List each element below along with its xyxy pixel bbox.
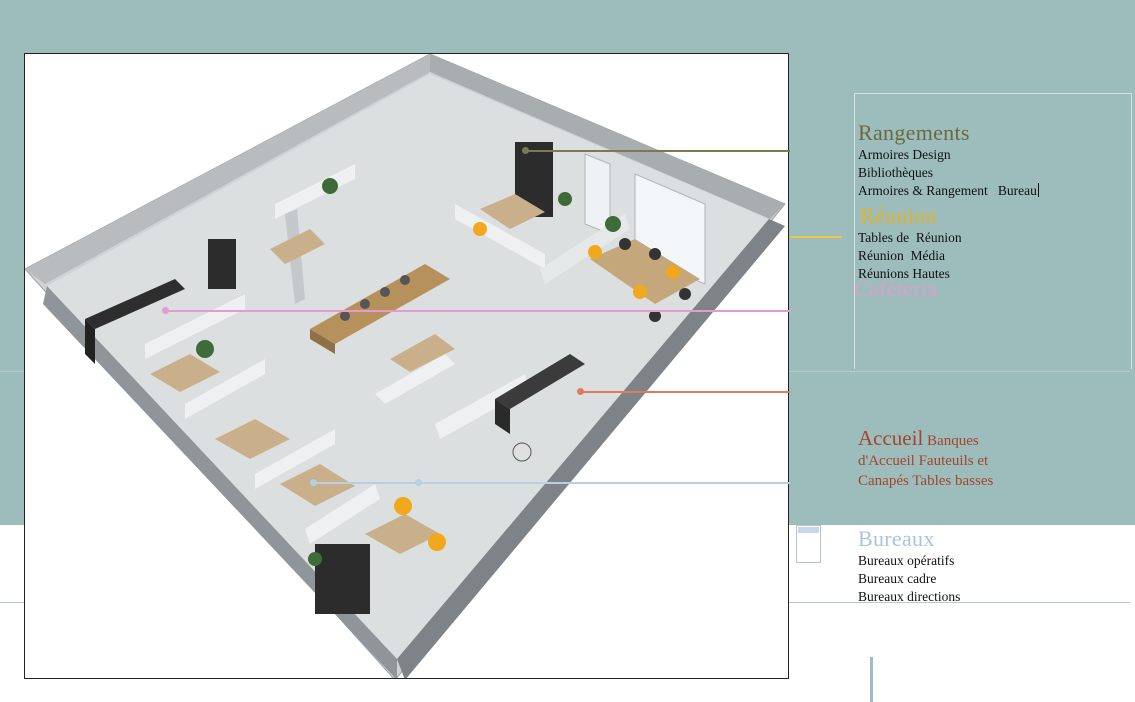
accueil-description: Banques d'Accueil Fauteuils et Canapés T…: [858, 433, 994, 489]
leader-rangements: [522, 147, 790, 154]
reunion-item: Tables de Réunion: [858, 230, 962, 245]
reunion-items: Tables de Réunion Réunion Média Réunions…: [858, 229, 962, 283]
reunion-title: Réunion: [860, 203, 937, 228]
bureaux-item: Bureaux cadre: [858, 571, 937, 586]
leader-reunion: [790, 236, 842, 238]
vertical-accent-bar: [870, 657, 873, 702]
section-cafeteria: Cafétéria: [854, 276, 937, 302]
bureaux-item: Bureaux directions: [858, 589, 961, 604]
rangements-item-text: Armoires & Rangement Bureau: [858, 183, 1037, 198]
leader-dot: [310, 479, 317, 486]
leader-dot: [577, 388, 584, 395]
rangements-item: Armoires Design: [858, 147, 951, 162]
rangements-item: Bibliothèques: [858, 165, 933, 180]
small-frame-bar: [798, 527, 819, 533]
reunion-item: Réunion Média: [858, 248, 945, 263]
bureaux-title: Bureaux: [858, 526, 935, 551]
text-caret: [1037, 183, 1039, 197]
rangements-title: Rangements: [858, 120, 970, 145]
leader-bureaux: [310, 479, 790, 486]
section-bureaux: Bureaux Bureaux opératifs Bureaux cadre …: [858, 526, 960, 606]
bureaux-item: Bureaux opératifs: [858, 553, 955, 568]
leader-cafeteria: [162, 307, 790, 314]
leader-dot: [522, 147, 529, 154]
cafeteria-title: Cafétéria: [854, 276, 938, 301]
leader-accueil: [577, 388, 790, 395]
accueil-title: Accueil: [858, 426, 924, 450]
section-rangements: Rangements Armoires Design Bibliothèques…: [858, 120, 1039, 200]
section-reunion: Réunion: [860, 203, 937, 229]
office-floor-plan: [24, 53, 789, 679]
rangements-item: Armoires & Rangement Bureau: [858, 182, 1039, 200]
reunion-item: Réunions Hautes: [858, 266, 950, 281]
floor-plan-illustration: [25, 54, 786, 678]
small-frame: [796, 525, 821, 563]
leader-dot: [415, 479, 422, 486]
leader-dot: [162, 307, 169, 314]
legend-frame: [854, 93, 1132, 369]
section-accueil: Accueil Banques d'Accueil Fauteuils et C…: [858, 428, 1038, 491]
